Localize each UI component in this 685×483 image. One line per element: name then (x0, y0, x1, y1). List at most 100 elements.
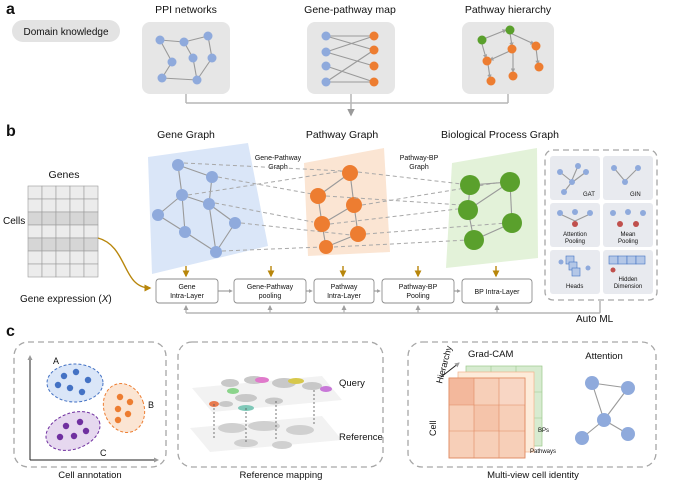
matrix-cell (27, 250, 43, 265)
pathway-hierarchy-graph (477, 25, 544, 86)
domain-knowledge-connector (185, 94, 509, 117)
matrix-cell (27, 263, 43, 278)
cell-axis-label: Cell (428, 420, 438, 436)
gene-graph-title: Gene Graph (157, 129, 215, 141)
genes-label: Genes (49, 169, 80, 181)
domain-knowledge-pill (12, 20, 120, 42)
matrix-cell (83, 224, 99, 239)
panel-label-c: c (6, 323, 15, 340)
matrix-cell (41, 263, 57, 278)
matrix-cell (55, 263, 71, 278)
cell-annotation-plot (27, 355, 159, 463)
matrix-cell (69, 224, 85, 239)
matrix-cell (41, 224, 57, 239)
cell-annotation-box (13, 341, 167, 468)
matrix-cell (83, 237, 99, 252)
option-gat: GAT (550, 156, 600, 200)
matrix-cell (55, 237, 71, 252)
attention-graph (575, 376, 635, 445)
ppi-network-box (142, 22, 230, 94)
panel-label-a: a (6, 1, 15, 18)
matrix-cell (83, 211, 99, 226)
reference-label: Reference (339, 432, 383, 443)
matrix-cell (27, 185, 43, 200)
cluster-a-label: A (53, 356, 59, 366)
expression-to-layer-arrow (97, 237, 152, 292)
bps-label: BPs (538, 428, 549, 434)
gene-graph-nodes (152, 159, 241, 258)
pathway-bp-links (325, 171, 509, 248)
domain-knowledge-label: Domain knowledge (23, 27, 108, 38)
matrix-cell (55, 185, 71, 200)
pathway-hierarchy-title: Pathway hierarchy (465, 4, 552, 16)
matrix-cell (69, 211, 85, 226)
auto-ml-label: Auto ML (576, 314, 614, 325)
auto-ml-feedback-line (183, 301, 601, 314)
matrix-cell (83, 185, 99, 200)
matrix-cell (69, 198, 85, 213)
matrix-cell (27, 237, 43, 252)
pathway-graph-nodes (310, 165, 366, 254)
gene-pathway-links (183, 162, 352, 252)
matrix-cell (41, 250, 57, 265)
gene-expression-label: Gene expression (X) (20, 294, 112, 305)
cluster-c-label: C (100, 448, 107, 458)
multi-view-label: Multi-view cell identity (487, 470, 579, 481)
matrix-cell (83, 198, 99, 213)
matrix-cell (41, 211, 57, 226)
matrix-cell (27, 211, 43, 226)
cells-label: Cells (3, 216, 25, 227)
graph-to-layer-arrows (182, 266, 500, 278)
matrix-cell (27, 198, 43, 213)
option-heads: Heads (550, 250, 600, 294)
ppi-network-graph (155, 31, 217, 85)
auto-ml-options-box (544, 149, 658, 301)
matrix-cell (55, 250, 71, 265)
cluster-b-label: B (148, 400, 154, 410)
matrix-cell (55, 224, 71, 239)
svg-text:GIN: GIN (630, 192, 641, 198)
bp-graph-title: Biological Process Graph (441, 129, 559, 141)
reference-mapping-box (177, 341, 384, 468)
matrix-cell (69, 237, 85, 252)
pathways-label: Pathways (530, 449, 556, 455)
pathway-graph-title: Pathway Graph (306, 129, 379, 141)
grad-cam-label: Grad-CAM (468, 349, 513, 360)
gene-expression-matrix (27, 185, 99, 278)
matrix-cell (83, 263, 99, 278)
attention-label: Attention (585, 351, 623, 362)
panel-label-b: b (6, 123, 16, 140)
svg-text:GAT: GAT (583, 192, 595, 198)
bp-graph-nodes (458, 172, 522, 250)
matrix-cell (27, 224, 43, 239)
matrix-cell (55, 198, 71, 213)
multi-view-box (407, 341, 657, 468)
reference-mapping-plot (190, 376, 342, 452)
grad-cam-heatmap (440, 362, 543, 459)
query-label: Query (339, 378, 365, 389)
ppi-networks-title: PPI networks (155, 4, 217, 16)
gene-pathway-map-box (307, 22, 395, 94)
matrix-cell (69, 263, 85, 278)
reference-mapping-label: Reference mapping (240, 470, 323, 481)
matrix-cell (41, 185, 57, 200)
option-gin: GIN (603, 156, 653, 200)
matrix-cell (41, 237, 57, 252)
matrix-cell (69, 185, 85, 200)
matrix-cell (83, 250, 99, 265)
